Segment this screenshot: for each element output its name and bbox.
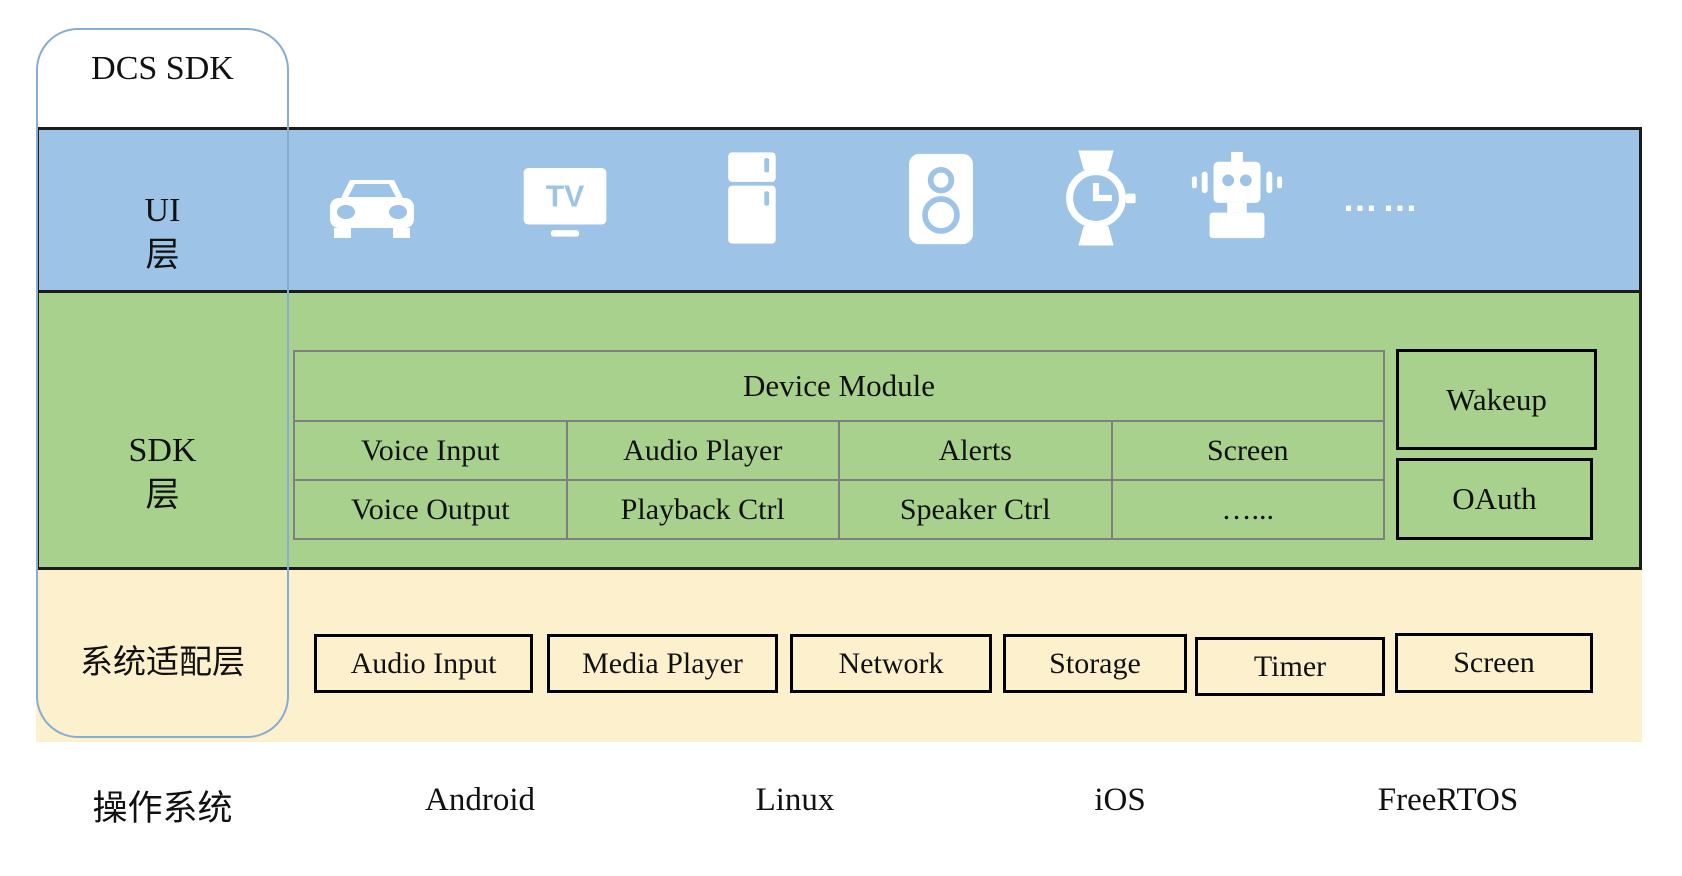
ui-layer-band: [36, 127, 1642, 293]
adapter-box: Media Player: [547, 634, 778, 693]
device-module-cell: Playback Ctrl: [567, 481, 838, 538]
device-module-cell: Speaker Ctrl: [840, 481, 1111, 538]
svg-text:TV: TV: [546, 181, 584, 214]
wakeup-box: Wakeup: [1396, 349, 1597, 450]
os-row-label: 操作系统: [92, 789, 233, 828]
device-module-cell: Alerts: [840, 422, 1111, 479]
adapter-box: Storage: [1003, 634, 1187, 693]
dcs-sdk-title: DCS SDK: [91, 50, 234, 87]
more-devices-ellipsis: ……: [1342, 178, 1422, 219]
car-icon: [322, 160, 422, 240]
ui-layer-label: UI 层: [36, 188, 289, 278]
sdk-layer-label-line2: 层: [145, 477, 180, 514]
robot-icon: [1188, 150, 1286, 244]
speaker-icon: [905, 152, 977, 246]
os-item: iOS: [1094, 782, 1146, 818]
adapter-box: Audio Input: [314, 634, 533, 693]
os-item: Linux: [755, 782, 835, 818]
device-module-cell: Voice Output: [295, 481, 566, 538]
device-module-title: Device Module: [295, 352, 1383, 420]
adapter-box: Network: [790, 634, 992, 693]
sdk-layer-label: SDK 层: [36, 428, 289, 518]
device-module-cell: Voice Input: [295, 422, 566, 479]
ui-layer-label-line2: 层: [145, 237, 180, 274]
adapter-box: Timer: [1195, 637, 1385, 696]
device-module-cell: …...: [1112, 481, 1383, 538]
device-module-cell: Screen: [1112, 422, 1383, 479]
tv-icon: TV: [518, 156, 612, 244]
watch-icon: [1052, 148, 1140, 248]
adapter-box: Screen: [1395, 633, 1593, 693]
os-item: FreeRTOS: [1377, 782, 1519, 818]
fridge-icon: [713, 150, 789, 246]
adapter-layer-label: 系统适配层: [80, 645, 245, 681]
os-item: Android: [425, 782, 535, 818]
device-module-cell: Audio Player: [567, 422, 838, 479]
ui-layer-label-line1: UI: [144, 192, 181, 229]
sdk-layer-label-line1: SDK: [128, 432, 197, 469]
oauth-box: OAuth: [1396, 458, 1593, 540]
